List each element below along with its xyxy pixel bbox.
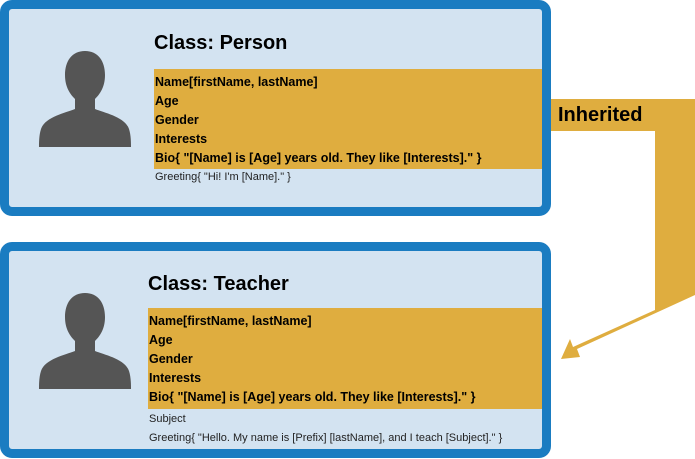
teacher-attr-gender: Gender: [149, 352, 193, 366]
person-attr-bio: Bio{ "[Name] is [Age] years old. They li…: [155, 151, 482, 165]
teacher-attr-age: Age: [149, 333, 173, 347]
person-attr-name: Name[firstName, lastName]: [155, 75, 318, 89]
person-attr-interests: Interests: [155, 132, 208, 146]
teacher-inherited-band: Name[firstName, lastName] Age Gender Int…: [148, 308, 542, 409]
teacher-attr-bio: Bio{ "[Name] is [Age] years old. They li…: [149, 390, 476, 404]
teacher-greeting: Greeting{ "Hello. My name is [Prefix] [l…: [149, 432, 503, 444]
person-attr-gender: Gender: [155, 113, 199, 127]
person-greeting: Greeting{ "Hi! I'm [Name]." }: [155, 171, 291, 183]
person-attr-age: Age: [155, 94, 179, 108]
teacher-subject: Subject: [149, 413, 186, 425]
person-inherited-band: Name[firstName, lastName] Age Gender Int…: [154, 69, 542, 169]
teacher-attr-name: Name[firstName, lastName]: [149, 314, 312, 328]
person-class-card: Class: Person Name[firstName, lastName] …: [0, 0, 551, 216]
person-class-title: Class: Person: [154, 32, 288, 54]
teacher-attr-interests: Interests: [149, 371, 202, 385]
teacher-avatar-icon: [39, 293, 131, 389]
person-avatar-icon: [39, 51, 131, 147]
inherited-label: Inherited: [558, 104, 643, 126]
teacher-class-title: Class: Teacher: [148, 273, 289, 295]
teacher-class-card: Class: Teacher Name[firstName, lastName]…: [0, 242, 551, 458]
